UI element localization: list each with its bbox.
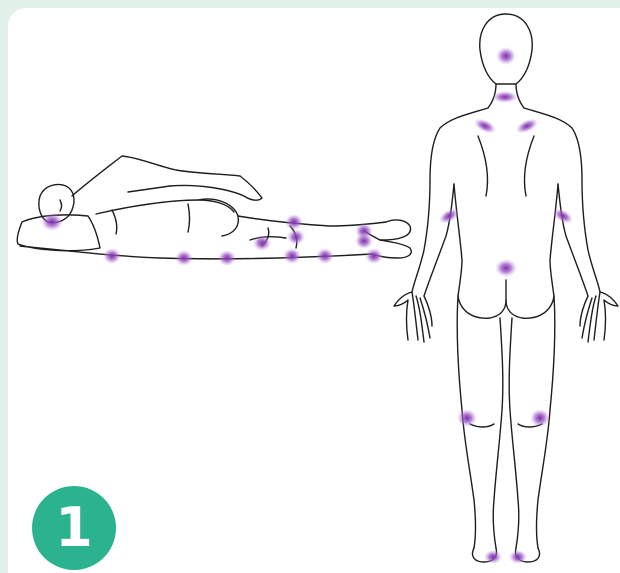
feet — [380, 220, 411, 240]
side-lying-figure — [17, 156, 411, 259]
tender-point — [253, 235, 271, 251]
step-number: 1 — [55, 496, 93, 559]
tender-point — [496, 47, 516, 65]
tender-point — [218, 250, 236, 266]
tender-point — [287, 229, 305, 245]
side-lying-tender-points — [41, 213, 383, 266]
tender-point — [484, 550, 502, 564]
step-number-badge: 1 — [32, 486, 116, 570]
tender-point — [472, 115, 499, 136]
tender-point — [355, 233, 373, 249]
tender-point — [285, 214, 303, 230]
tender-point — [283, 248, 301, 264]
illustration-panel: 1 — [8, 8, 620, 573]
tender-point — [316, 248, 334, 264]
tender-point — [495, 259, 517, 277]
tender-point — [530, 409, 550, 427]
right-hand — [580, 292, 618, 342]
tender-point — [514, 115, 541, 136]
left-hand — [394, 292, 432, 342]
tender-point — [365, 248, 383, 264]
tender-point — [175, 250, 193, 266]
tender-point — [509, 550, 527, 564]
tender-point — [457, 409, 477, 427]
tender-point — [492, 91, 518, 103]
fibromyalgia-tender-points-illustration — [8, 8, 620, 573]
tender-point — [103, 248, 121, 264]
tender-point — [41, 213, 63, 231]
